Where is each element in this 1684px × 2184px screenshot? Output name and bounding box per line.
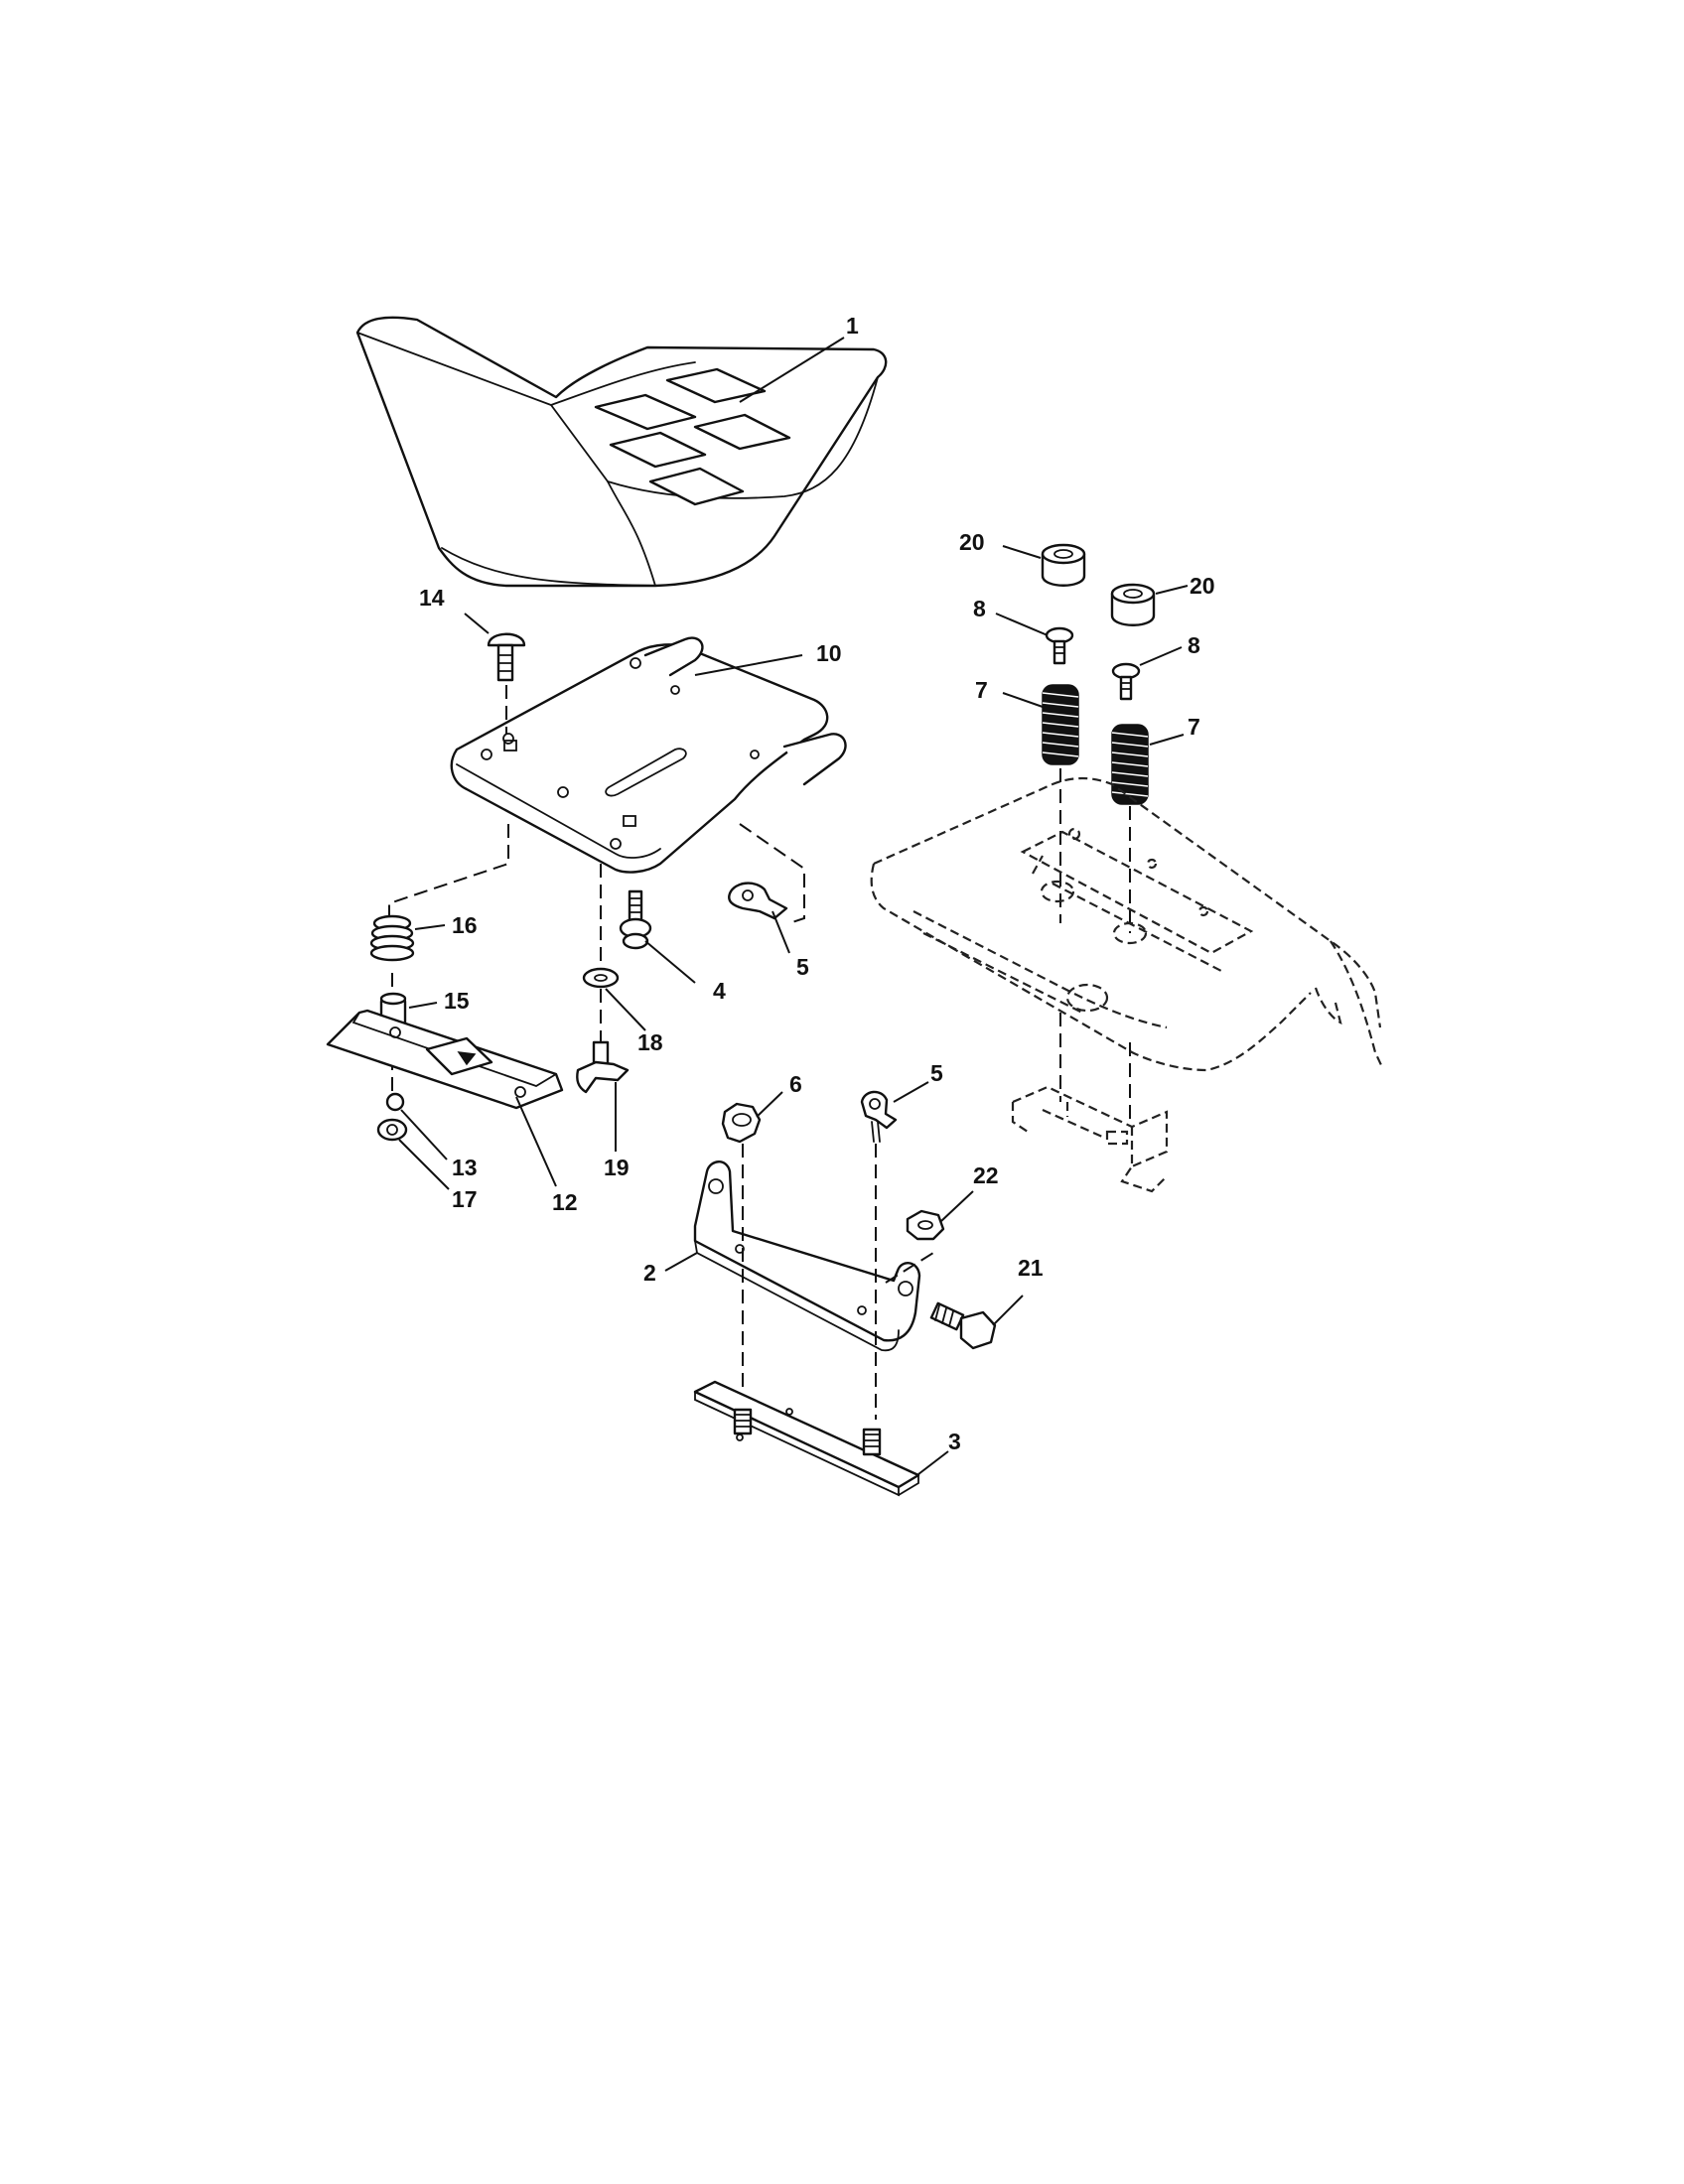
slide-plate [326,1009,564,1110]
callout-22: 22 [973,1162,999,1188]
tractor-body-reference [870,776,1383,1193]
hex-nut-6 [721,1102,762,1144]
callout-12: 12 [552,1189,578,1215]
bolt-21 [929,1301,997,1350]
callout-2: 2 [643,1260,656,1286]
screw-left [1045,626,1074,665]
callout-20-right: 20 [1190,573,1215,599]
callout-19: 19 [604,1155,630,1180]
spring-left [1042,684,1079,765]
callout-21: 21 [1018,1255,1044,1281]
base-plate [693,1380,920,1497]
callout-labels: 1 14 10 16 15 4 18 19 5 12 13 17 6 5 22 … [419,313,1215,1454]
seat [355,316,888,588]
callout-1: 1 [846,313,859,339]
mounting-bracket [693,1160,921,1352]
callout-7-right: 7 [1188,714,1200,740]
washer [582,967,620,989]
callout-5-lower: 5 [930,1060,943,1086]
callout-7-left: 7 [975,677,988,703]
screw-right [1111,662,1141,701]
callout-5-upper: 5 [796,954,809,980]
assembly-lines-center [742,1144,934,1425]
assembly-lines-right [1059,768,1131,1122]
callout-4: 4 [713,978,726,1004]
retainer-clip-lower [860,1090,898,1143]
callout-18: 18 [637,1029,663,1055]
callout-20-left: 20 [959,529,985,555]
callout-8-left: 8 [973,596,986,621]
callout-16: 16 [452,912,478,938]
callout-10: 10 [816,640,842,666]
callout-15: 15 [444,988,470,1014]
nut-13 [385,1092,405,1112]
callout-13: 13 [452,1155,478,1180]
spring-small [369,914,415,962]
callout-8-right: 8 [1188,632,1200,658]
callout-3: 3 [948,1429,961,1454]
shoulder-bolt [619,889,652,950]
spring-right [1111,724,1149,805]
seat-pan [450,636,847,874]
carriage-bolt [487,632,526,682]
leader-lines [398,337,1189,1475]
hex-nut-22 [906,1209,945,1241]
adjustment-knob [576,1040,630,1094]
callout-17: 17 [452,1186,478,1212]
callout-14: 14 [419,585,445,611]
bushing-right [1110,583,1156,626]
retainer-clip-upper [728,882,788,920]
callout-6: 6 [789,1071,802,1097]
locknut-17 [376,1118,408,1142]
bushing-left [1041,543,1086,587]
